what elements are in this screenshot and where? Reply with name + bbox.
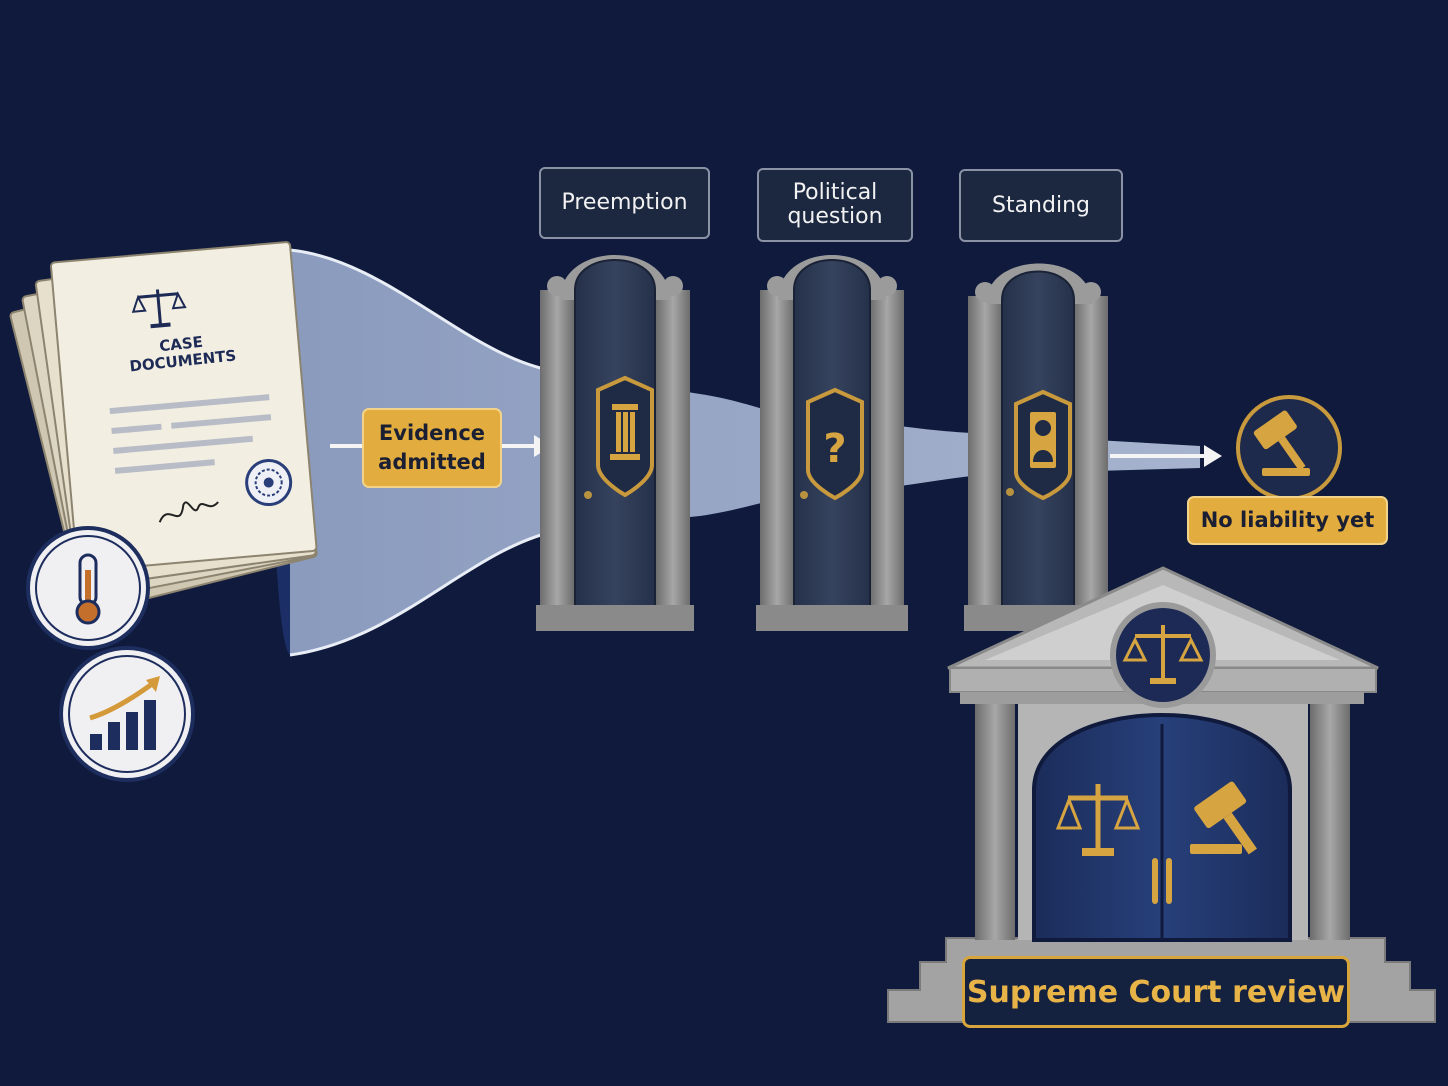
arrow-to-outcome <box>1110 445 1222 467</box>
signature-icon <box>158 501 219 523</box>
case-documents-stack <box>9 241 318 615</box>
scales-icon <box>131 289 187 329</box>
gavel-icon <box>1236 395 1342 501</box>
seal-icon <box>245 459 293 507</box>
no-liability-badge: No liability yet <box>1187 496 1388 545</box>
door-scales-icon <box>1055 784 1141 856</box>
question-icon: ? <box>806 387 864 501</box>
gate-label-standing: Standing <box>959 169 1123 242</box>
supreme-court-building <box>887 566 1436 1023</box>
supreme-court-review-plaque: Supreme Court review <box>962 956 1350 1028</box>
scales-icon <box>1110 602 1216 708</box>
pillar-icon <box>596 375 654 498</box>
gate-label-preemption: Preemption <box>539 167 710 239</box>
gate-political-question: ? <box>756 255 908 631</box>
thermometer-icon <box>26 526 150 650</box>
gate-label-political-question: Political question <box>757 168 913 242</box>
document-text-lines <box>109 394 272 474</box>
door-gavel-icon <box>1190 781 1257 855</box>
svg-text:?: ? <box>823 426 846 472</box>
gate-standing <box>964 263 1112 631</box>
person-icon <box>1014 389 1072 501</box>
gate-preemption <box>536 255 694 631</box>
rising-chart-icon <box>59 646 195 782</box>
evidence-admitted-badge: Evidence admitted <box>362 408 502 488</box>
